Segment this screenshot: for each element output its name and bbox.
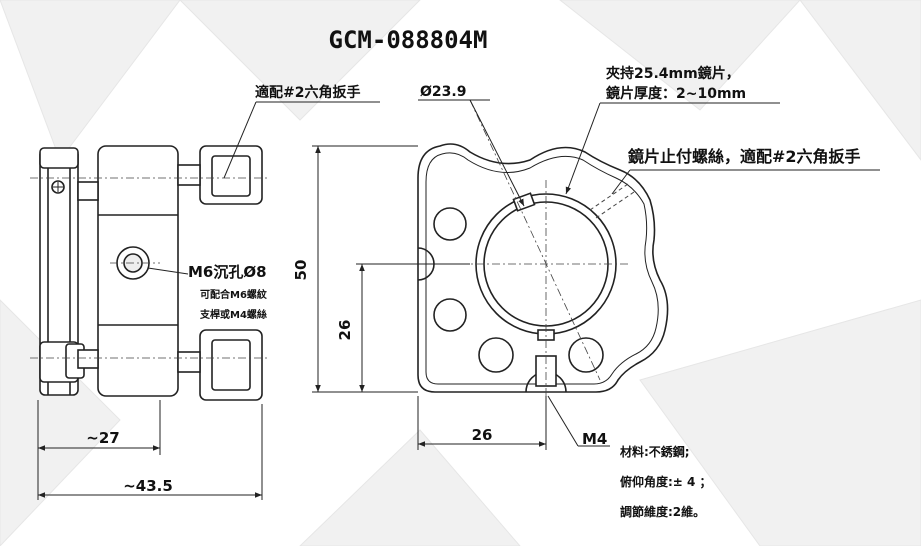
page-title: GCM-088804M: [329, 26, 488, 54]
clamp-label-2: 鏡片厚度：2~10mm: [606, 85, 746, 102]
compat-line-1: 可配合M6螺紋: [200, 288, 267, 301]
front-hole-4: [568, 337, 604, 373]
dim-26-vertical: 26: [336, 320, 354, 341]
dim-27: ~27: [86, 429, 119, 447]
dim-43-5: ~43.5: [123, 477, 173, 495]
dim-50: 50: [292, 260, 310, 281]
diameter-label: Ø23.9: [420, 84, 466, 100]
front-hole-1: [433, 207, 467, 241]
compat-line-2: 支桿或M4螺絲: [199, 308, 267, 321]
counterbore-label: M6沉孔Ø8: [188, 263, 267, 281]
front-hole-3: [478, 337, 514, 373]
spec-tilt: 俯仰角度:± 4 ；: [620, 475, 712, 489]
dim-26-horizontal: 26: [472, 426, 493, 444]
stop-screw-label: 鏡片止付螺絲，適配#2六角扳手: [628, 147, 861, 166]
side-view: [39, 145, 263, 401]
hex-wrench-label: 適配#2六角扳手: [255, 84, 360, 101]
spec-adjust: 調節維度:2維。: [620, 505, 706, 519]
clamp-label-1: 夾持25.4mm鏡片，: [606, 65, 740, 82]
front-hole-2: [433, 298, 467, 332]
spec-material: 材料:不銹鋼;: [620, 445, 690, 459]
front-view: [417, 143, 669, 393]
m4-label: M4: [582, 430, 607, 448]
